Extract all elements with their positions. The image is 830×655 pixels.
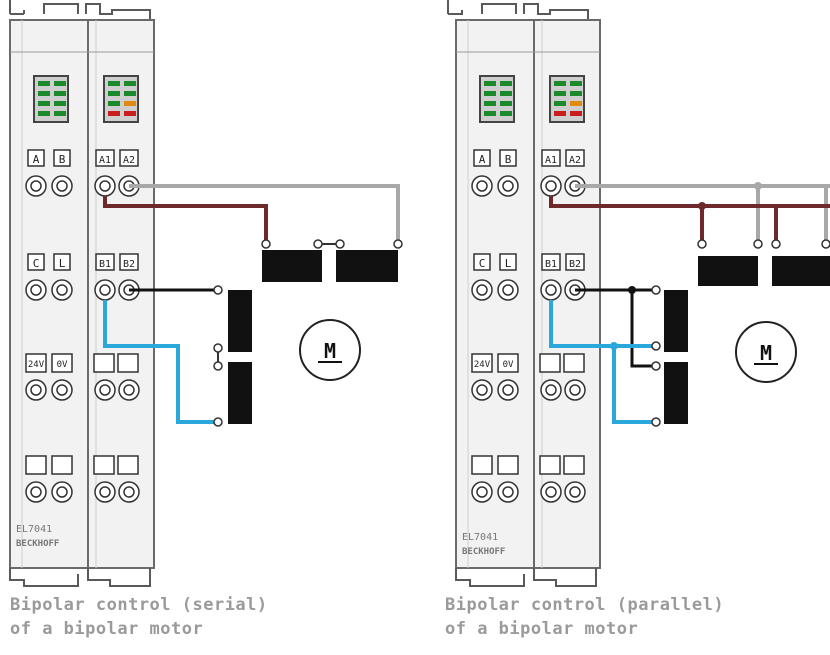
left-motor-label: M: [324, 339, 336, 363]
left-label-a: A: [33, 153, 40, 166]
right-led-block-1: [479, 75, 515, 123]
left-caption-line2: of a bipolar motor: [10, 619, 204, 639]
right-motor-symbol: M: [735, 321, 797, 383]
right-label-b1: B1: [545, 259, 557, 270]
right-caption-line2: of a bipolar motor: [445, 619, 639, 639]
right-motor-label: M: [760, 341, 772, 365]
left-coil-b: [213, 285, 252, 427]
right-junction-dots: [610, 182, 762, 350]
right-model-label: EL7041: [462, 532, 498, 543]
right-label-c: C: [479, 257, 486, 270]
right-coil-b: [651, 285, 688, 427]
left-label-a1: A1: [99, 155, 111, 166]
right-label-24v: 24V: [474, 360, 491, 370]
left-label-l: L: [59, 257, 66, 270]
right-terminal-assembly: A B A1 A2 C L B1 B2 24V 0V: [447, 0, 601, 587]
right-wiring: [549, 184, 830, 424]
left-label-24v: 24V: [28, 360, 45, 370]
left-led-block-2: [103, 75, 139, 123]
left-caption-line1: Bipolar control (serial): [10, 595, 268, 615]
right-caption: Bipolar control (parallel) of a bipolar …: [445, 593, 724, 641]
right-caption-line1: Bipolar control (parallel): [445, 595, 725, 615]
right-brand-label: BECKHOFF: [462, 547, 505, 557]
left-label-b2: B2: [123, 259, 135, 270]
left-model-label: EL7041: [16, 524, 52, 535]
left-terminal-assembly: A B A1 A2 C L B1 B2 24V 0V: [9, 0, 155, 587]
left-label-b1: B1: [99, 259, 111, 270]
right-label-b2: B2: [569, 259, 581, 270]
right-label-0v: 0V: [503, 360, 514, 370]
left-label-a2: A2: [123, 155, 135, 166]
right-led-block-2: [549, 75, 585, 123]
left-coil-a: [261, 239, 403, 282]
right-label-b: B: [505, 153, 512, 166]
left-brand-label: BECKHOFF: [16, 539, 59, 549]
right-label-a: A: [479, 153, 486, 166]
left-label-b: B: [59, 153, 66, 166]
left-label-0v: 0V: [57, 360, 68, 370]
left-motor-symbol: M: [299, 319, 361, 381]
left-led-block-1: [33, 75, 69, 123]
left-wiring: [103, 184, 400, 424]
right-coil-a: [697, 239, 830, 286]
left-caption: Bipolar control (serial) of a bipolar mo…: [10, 593, 268, 641]
right-label-l: L: [505, 257, 512, 270]
left-label-c: C: [33, 257, 40, 270]
right-label-a1: A1: [545, 155, 557, 166]
right-label-a2: A2: [569, 155, 581, 166]
